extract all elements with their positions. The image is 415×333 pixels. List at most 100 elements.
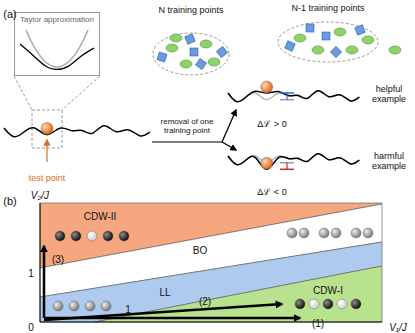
chain-site [319, 228, 329, 238]
training-point [285, 41, 295, 51]
test-point [41, 123, 53, 135]
chain-site [69, 301, 79, 311]
axis-title: V₁/J [389, 322, 407, 333]
chain-site [295, 299, 305, 309]
removal-arrow [152, 141, 222, 142]
callout-number: (2) [199, 296, 211, 307]
cloud-outline [153, 33, 229, 75]
node-label: LL [159, 287, 170, 298]
label-holder: removal of one training point [152, 118, 222, 136]
training-point [190, 48, 198, 56]
taylor-parabola [26, 30, 88, 67]
delta-label: Δℒ > 0 [257, 120, 286, 130]
chain-site [87, 231, 97, 241]
label-holder: test point [29, 167, 66, 185]
training-point [157, 52, 167, 62]
label-holder: Δℒ > 0 [257, 113, 286, 131]
label-holder: 1 [125, 299, 131, 317]
chain-site [351, 299, 361, 309]
panel-label: (a) [3, 8, 16, 20]
label-holder: (1) [312, 313, 324, 331]
chain-site [323, 299, 333, 309]
training-point [346, 46, 358, 54]
training-point [180, 60, 192, 68]
chain-site [103, 231, 113, 241]
training-point [185, 34, 195, 44]
chain-site [351, 228, 361, 238]
removal-arrow [222, 110, 236, 142]
training-point [355, 25, 365, 35]
chain-site [309, 299, 319, 309]
zoom-line [14, 76, 32, 110]
label-holder: V₁/J [389, 317, 407, 333]
test-point [261, 157, 273, 169]
chain-site [85, 301, 95, 311]
point-label: test point [29, 174, 66, 184]
callout-number: (3) [52, 254, 64, 265]
training-point [389, 46, 401, 54]
node-label: N-1 training points [291, 4, 364, 14]
chain-site [337, 299, 347, 309]
label-holder: helpful example [366, 85, 412, 105]
training-point [362, 36, 374, 44]
label-holder: (a) [3, 4, 16, 22]
region-fill [40, 242, 382, 322]
tick-label: 1 [28, 268, 34, 279]
training-point [166, 44, 178, 52]
label-holder: V₂/J [31, 185, 49, 203]
callout-number: (1) [312, 318, 324, 329]
chain-site [299, 228, 309, 238]
pointer-arrow [46, 140, 47, 162]
delta-mark [286, 163, 287, 170]
label-holder: harmful example [366, 152, 412, 172]
chain-site [53, 301, 63, 311]
path-arrow [43, 246, 46, 318]
label-holder: (3) [52, 249, 64, 267]
axis-line [40, 203, 41, 322]
chain-site [363, 228, 373, 238]
tick-label: 0 [28, 322, 34, 333]
label-holder: 1 [28, 263, 34, 281]
label-holder: Δℒ < 0 [257, 181, 286, 199]
training-point [322, 32, 330, 40]
loss-curve [228, 154, 359, 170]
training-point [306, 24, 314, 32]
loss-curve [4, 126, 150, 137]
training-point [294, 34, 306, 42]
training-point [170, 34, 182, 42]
node-label: N training points [158, 6, 223, 16]
removal-arrow [222, 142, 236, 150]
loss-curve [20, 44, 94, 69]
step-label: removal of one training point [152, 118, 222, 136]
tick-label: 1 [125, 304, 131, 315]
chain-site [331, 228, 341, 238]
node-label: BO [193, 245, 207, 256]
training-point [216, 46, 227, 57]
path-arrow [44, 304, 282, 320]
node-label: Taylor approximation [20, 16, 94, 25]
delta-label: Δℒ < 0 [257, 188, 286, 198]
axis-line [40, 322, 382, 323]
training-point [200, 40, 212, 48]
label-holder: (2) [199, 291, 211, 309]
label-holder: (b) [3, 191, 16, 209]
node-label: CDW-II [84, 211, 117, 222]
zoom-line [62, 76, 100, 110]
training-point [208, 58, 220, 66]
training-point [312, 46, 324, 54]
example-label: harmful example [366, 152, 412, 172]
chain-site [119, 231, 129, 241]
axis-title: V₂/J [31, 190, 49, 201]
loss-curve [228, 91, 359, 102]
example-label: helpful example [366, 85, 412, 105]
original-curve [228, 91, 359, 102]
chain-site [101, 301, 111, 311]
training-point [330, 46, 341, 57]
node-label: CDW-I [313, 285, 343, 296]
cloud-outline [278, 22, 378, 62]
chain-site [71, 231, 81, 241]
panel-label: (b) [3, 195, 16, 207]
training-point [334, 28, 346, 36]
training-point [195, 58, 206, 69]
